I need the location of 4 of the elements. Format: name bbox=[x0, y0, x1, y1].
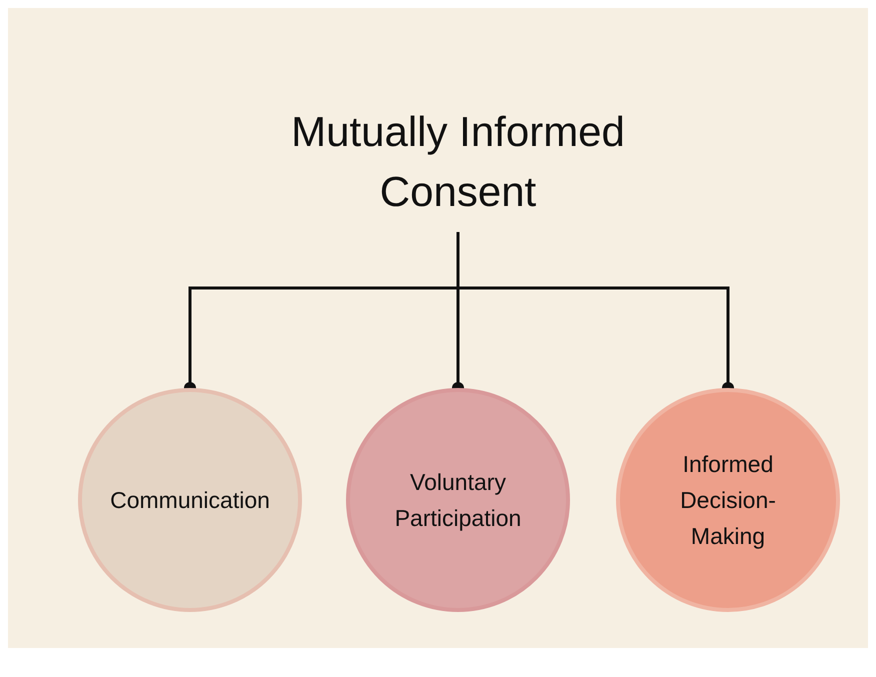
circle-label: Informed Decision-Making bbox=[679, 450, 777, 551]
circle-label: Voluntary Participation bbox=[394, 468, 522, 533]
heading-label: Mutually Informed Consent bbox=[290, 107, 626, 217]
circle-label: Communication bbox=[110, 486, 270, 515]
